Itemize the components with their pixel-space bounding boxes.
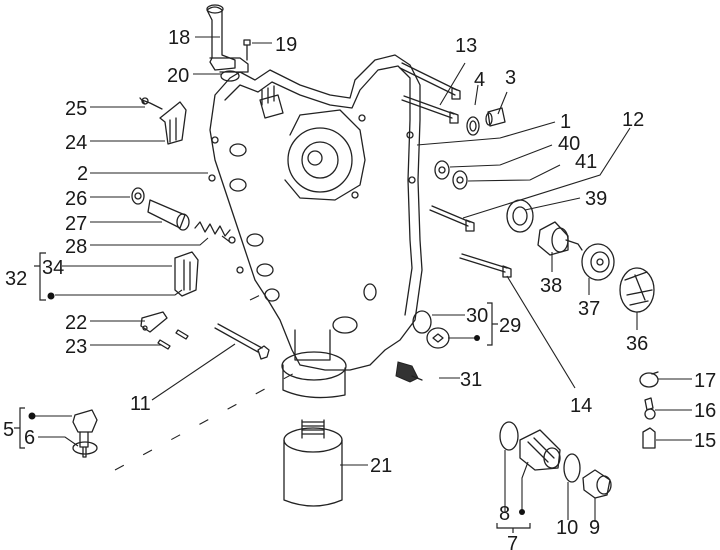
part-37-pulley (581, 243, 615, 281)
part-16-clip (644, 397, 656, 420)
label-16: 16 (694, 400, 716, 422)
label-29: 29 (499, 315, 521, 337)
axis-line (249, 287, 276, 301)
part-11-bolt (214, 323, 270, 360)
label-24: 24 (65, 132, 87, 154)
label-21: 21 (370, 455, 392, 477)
label-27: 27 (65, 213, 87, 235)
label-7: 7 (507, 533, 518, 550)
label-2: 2 (77, 163, 88, 185)
label-40: 40 (558, 133, 580, 155)
part-14-bolt (459, 253, 512, 278)
label-26: 26 (65, 188, 87, 210)
label-3: 3 (505, 67, 516, 89)
label-5: 5 (3, 419, 14, 441)
part-23-screws (157, 329, 189, 350)
axis-line (114, 369, 301, 471)
label-4: 4 (474, 69, 485, 91)
label-31: 31 (460, 369, 482, 391)
part-9-plug (582, 469, 612, 499)
label-23: 23 (65, 336, 87, 358)
assembly-brackets (14, 252, 531, 533)
label-9: 9 (589, 517, 600, 539)
part-31-sensor (395, 361, 423, 383)
part-39-seal (506, 199, 534, 233)
part-40-seal (434, 160, 450, 180)
label-22: 22 (65, 312, 87, 334)
label-41: 41 (575, 151, 597, 173)
part-27-plunger (147, 199, 190, 231)
part-36-impeller (619, 267, 655, 313)
part-18-elbow-pipe (206, 4, 249, 73)
part-20-o-ring (220, 70, 240, 82)
part-30-o-ring (412, 310, 432, 334)
label-14: 14 (570, 395, 592, 417)
label-6: 6 (24, 427, 35, 449)
part-13-bolts (399, 62, 461, 124)
label-10: 10 (556, 517, 578, 539)
part-19-bolt (243, 39, 251, 61)
part-38-shaft (537, 221, 583, 256)
part-7-strainer (519, 429, 561, 471)
side-cover-housing (208, 54, 423, 399)
label-39: 39 (585, 188, 607, 210)
part-34-pad (174, 251, 199, 297)
part-41-bearing (452, 170, 468, 190)
label-34: 34 (42, 257, 64, 279)
leader-lines (35, 36, 692, 522)
part-labels: 18 19 20 25 24 2 26 27 28 32 34 22 23 11… (3, 27, 716, 550)
label-15: 15 (694, 430, 716, 452)
label-19: 19 (275, 34, 297, 56)
part-21-oil-filter (283, 419, 343, 507)
label-12: 12 (622, 109, 644, 131)
part-4-seal (466, 116, 480, 136)
part-17-hose-clamp (639, 371, 659, 388)
label-28: 28 (65, 236, 87, 258)
part-15-clip (642, 427, 656, 449)
part-12-bolt (429, 205, 475, 232)
label-38: 38 (540, 275, 562, 297)
label-18: 18 (168, 27, 190, 49)
label-17: 17 (694, 370, 716, 392)
part-26-seal (131, 187, 145, 205)
label-36: 36 (626, 333, 648, 355)
label-32: 32 (5, 268, 27, 290)
part-22-bracket (140, 311, 168, 333)
part-8-o-ring (499, 421, 519, 451)
assembly-dots (28, 292, 525, 515)
part-28-spring (194, 221, 231, 243)
label-30: 30 (466, 305, 488, 327)
label-37: 37 (578, 298, 600, 320)
part-10-o-ring (563, 453, 581, 483)
part-3-cap (485, 107, 506, 127)
label-25: 25 (65, 98, 87, 120)
label-8: 8 (499, 503, 510, 525)
part-6-o-ring (72, 441, 98, 455)
part-29-plug (426, 327, 450, 349)
label-13: 13 (455, 35, 477, 57)
part-5-drain-plug (72, 409, 98, 458)
label-1: 1 (560, 111, 571, 133)
label-20: 20 (167, 65, 189, 87)
part-24-plate (159, 101, 187, 145)
part-25-bolt (139, 97, 163, 110)
label-11: 11 (130, 393, 151, 415)
